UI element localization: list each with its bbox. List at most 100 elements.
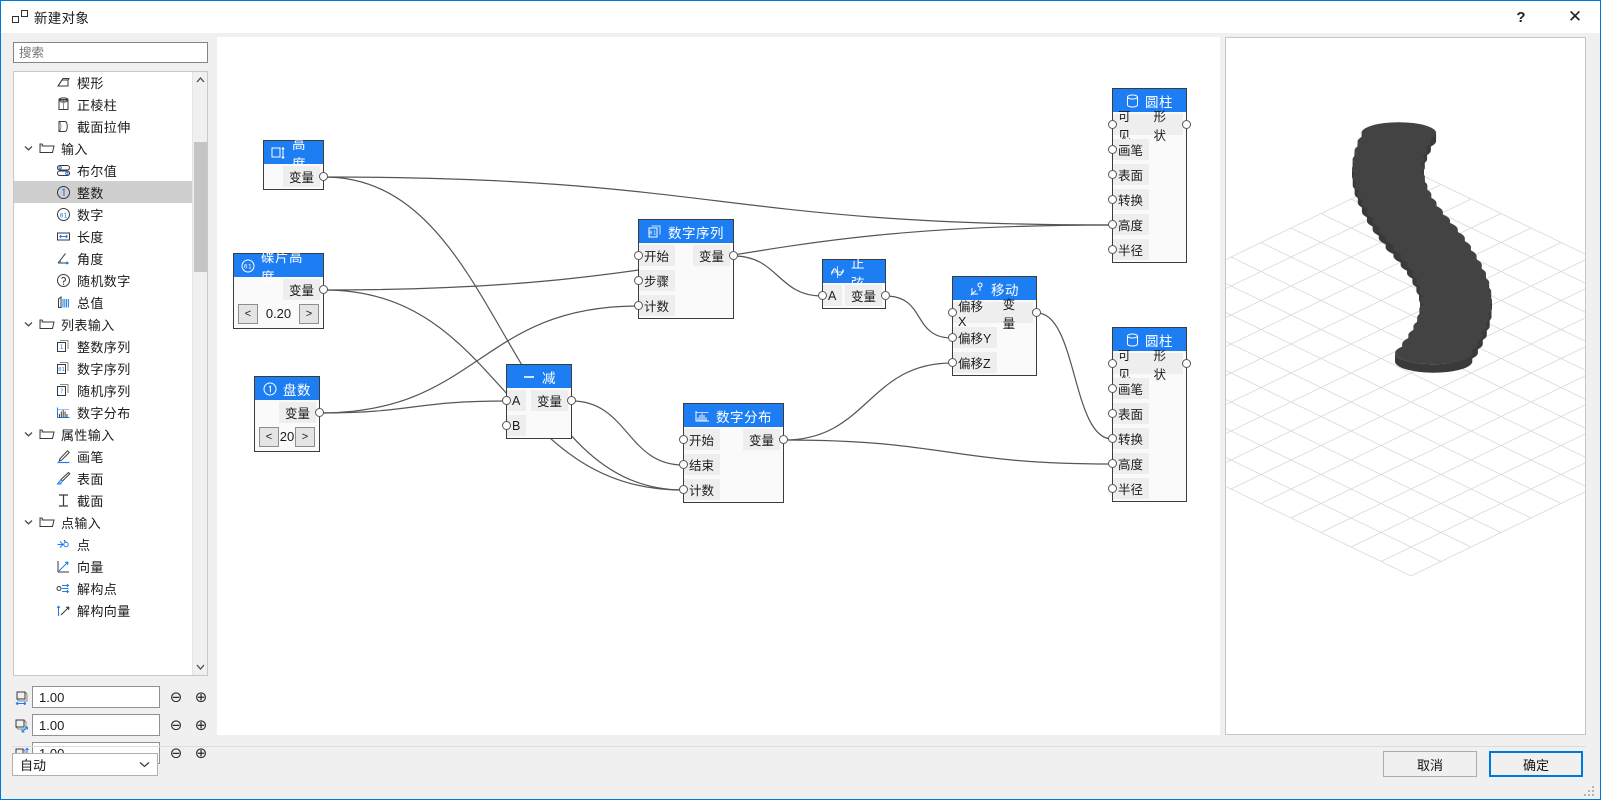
node-title-bar[interactable]: 数字分布: [684, 404, 783, 427]
input-port[interactable]: [1108, 484, 1117, 493]
tree-item-19[interactable]: 画笔: [14, 445, 193, 467]
tree-item-3[interactable]: 正棱柱: [14, 93, 193, 115]
output-port[interactable]: [319, 172, 328, 181]
size-x-input[interactable]: [32, 686, 160, 708]
tree-item-10[interactable]: 角度: [14, 247, 193, 269]
decrement-button[interactable]: <: [259, 426, 279, 447]
node-title-bar[interactable]: 高度: [264, 137, 323, 172]
resize-grip[interactable]: [1584, 784, 1596, 796]
tree-item-23[interactable]: 点: [14, 533, 193, 555]
wire-height-to-num-distribution[interactable]: [323, 176, 684, 491]
output-port[interactable]: [729, 251, 738, 260]
tree-item-20[interactable]: 表面: [14, 467, 193, 489]
tree-item-16[interactable]: ?随机序列: [14, 379, 193, 401]
tree-item-4[interactable]: 截面拉伸: [14, 115, 193, 137]
input-port[interactable]: [1108, 434, 1117, 443]
chevron-down-icon[interactable]: [20, 145, 36, 151]
input-port[interactable]: [502, 421, 511, 430]
tree-item-25[interactable]: 解构点: [14, 577, 193, 599]
tree-item-22[interactable]: 点输入: [14, 511, 193, 533]
size-y-input[interactable]: [32, 714, 160, 736]
wire-disc-count-to-subtract[interactable]: [319, 400, 507, 414]
tree-item-26[interactable]: 解构向量: [14, 599, 193, 621]
output-port[interactable]: [881, 291, 890, 300]
node-title-bar[interactable]: 移动: [953, 277, 1036, 300]
tree-item-7[interactable]: 整数: [14, 181, 193, 203]
scroll-up-icon[interactable]: [193, 72, 207, 88]
tree-item-2[interactable]: 楔形: [14, 72, 193, 93]
scrollbar-thumb[interactable]: [194, 142, 207, 272]
input-port[interactable]: [502, 396, 511, 405]
input-port[interactable]: [1108, 384, 1117, 393]
input-port[interactable]: [1108, 195, 1117, 204]
input-port[interactable]: [679, 435, 688, 444]
tree-scrollbar[interactable]: [192, 72, 207, 675]
tree-item-21[interactable]: 截面: [14, 489, 193, 511]
scroll-down-icon[interactable]: [193, 659, 207, 675]
ok-button[interactable]: 确定: [1489, 751, 1583, 777]
node-title-bar[interactable]: 圆柱: [1113, 89, 1186, 112]
input-port[interactable]: [1108, 245, 1117, 254]
node-num-distribution[interactable]: 数字分布开始变量结束计数: [679, 403, 788, 503]
node-cylinder-top[interactable]: 圆柱可见形状画笔表面转换高度半径: [1108, 88, 1191, 263]
node-height[interactable]: 高度变量: [263, 137, 328, 190]
tree-item-18[interactable]: 属性输入: [14, 423, 193, 445]
wire-move-to-cylinder-bottom[interactable]: [1036, 312, 1113, 440]
output-port[interactable]: [567, 396, 576, 405]
size-x-increment[interactable]: ⊕: [194, 688, 208, 706]
size-z-increment[interactable]: ⊕: [194, 744, 208, 762]
input-port[interactable]: [634, 276, 643, 285]
decrement-button[interactable]: <: [238, 303, 258, 324]
tree-item-11[interactable]: 随机数字: [14, 269, 193, 291]
help-button[interactable]: ?: [1516, 8, 1526, 26]
wire-num-distribution-to-cylinder-bottom[interactable]: [783, 439, 1113, 465]
node-disc-count[interactable]: 盘数变量<20>: [254, 376, 324, 452]
tree-item-9[interactable]: 长度: [14, 225, 193, 247]
node-cylinder-bottom[interactable]: 圆柱可见形状画笔表面转换高度半径: [1108, 327, 1191, 502]
size-y-increment[interactable]: ⊕: [194, 716, 208, 734]
tree-item-24[interactable]: 向量: [14, 555, 193, 577]
cancel-button[interactable]: 取消: [1383, 751, 1477, 777]
increment-button[interactable]: >: [299, 303, 319, 324]
input-port[interactable]: [1108, 170, 1117, 179]
input-port[interactable]: [1108, 220, 1117, 229]
input-port[interactable]: [1108, 359, 1117, 368]
input-port[interactable]: [1108, 145, 1117, 154]
output-port[interactable]: [315, 408, 324, 417]
wire-num-series-to-sine[interactable]: [733, 255, 823, 297]
input-port[interactable]: [818, 291, 827, 300]
output-port[interactable]: [1032, 308, 1041, 317]
node-title-bar[interactable]: 正弦: [823, 256, 885, 291]
output-port[interactable]: [319, 285, 328, 294]
output-port[interactable]: [1182, 359, 1191, 368]
input-port[interactable]: [1108, 459, 1117, 468]
increment-button[interactable]: >: [295, 426, 315, 447]
chevron-down-icon[interactable]: [20, 519, 36, 525]
wire-sine-to-move[interactable]: [885, 295, 953, 339]
node-title-bar[interactable]: 盘数: [255, 377, 319, 400]
input-port[interactable]: [948, 358, 957, 367]
node-title-bar[interactable]: 圆柱: [1113, 328, 1186, 351]
chevron-down-icon[interactable]: [20, 321, 36, 327]
size-x-decrement[interactable]: ⊖: [169, 688, 183, 706]
tree-item-6[interactable]: 布尔值: [14, 159, 193, 181]
tree-item-5[interactable]: 输入: [14, 137, 193, 159]
wire-num-distribution-to-move[interactable]: [783, 362, 953, 441]
input-port[interactable]: [948, 308, 957, 317]
wire-disc-count-to-num-series[interactable]: [319, 305, 639, 414]
tree-item-12[interactable]: 总值: [14, 291, 193, 313]
tree-item-13[interactable]: 列表输入: [14, 313, 193, 335]
input-port[interactable]: [634, 251, 643, 260]
mode-select[interactable]: 自动: [12, 753, 158, 776]
node-title-bar[interactable]: 减: [507, 365, 571, 388]
chevron-down-icon[interactable]: [20, 431, 36, 437]
value-display[interactable]: 0.20: [265, 306, 292, 321]
